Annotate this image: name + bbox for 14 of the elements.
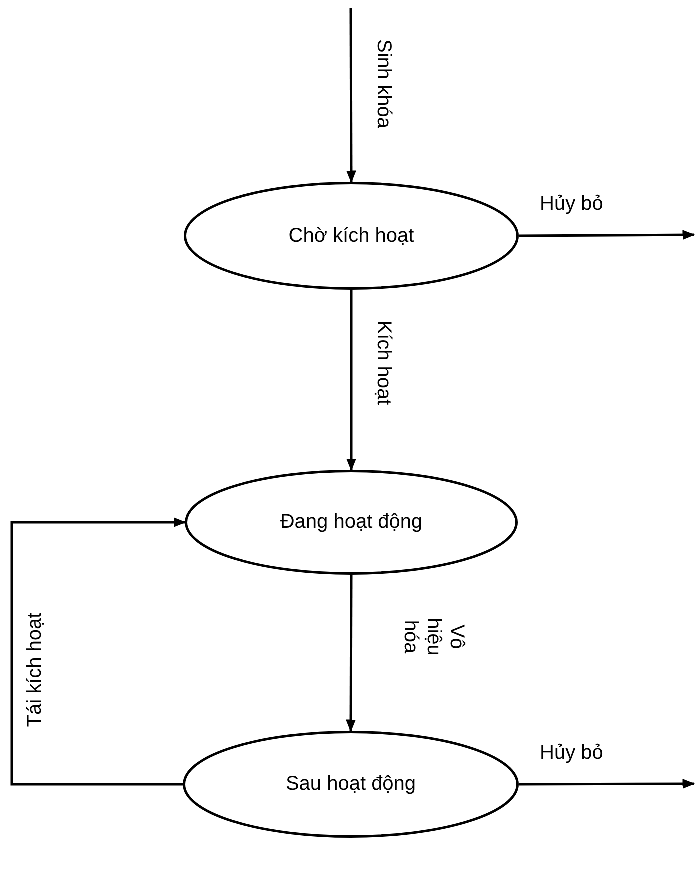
arrow — [519, 230, 696, 240]
state-name: Đang hoạt động — [280, 511, 423, 534]
state-ellipse — [184, 182, 519, 290]
state-name: Chờ kích hoạt — [288, 224, 414, 248]
arrow — [346, 290, 356, 472]
edge-label: Hủy bỏ — [540, 742, 604, 765]
edge-label: Hủy bỏ — [540, 193, 604, 216]
arrow — [10, 518, 186, 786]
arrow — [346, 8, 356, 184]
state-ellipse — [185, 470, 518, 575]
arrow — [519, 779, 696, 790]
arrow — [346, 575, 356, 732]
state-name: Sau hoạt động — [286, 773, 416, 796]
state-ellipse — [183, 731, 519, 838]
